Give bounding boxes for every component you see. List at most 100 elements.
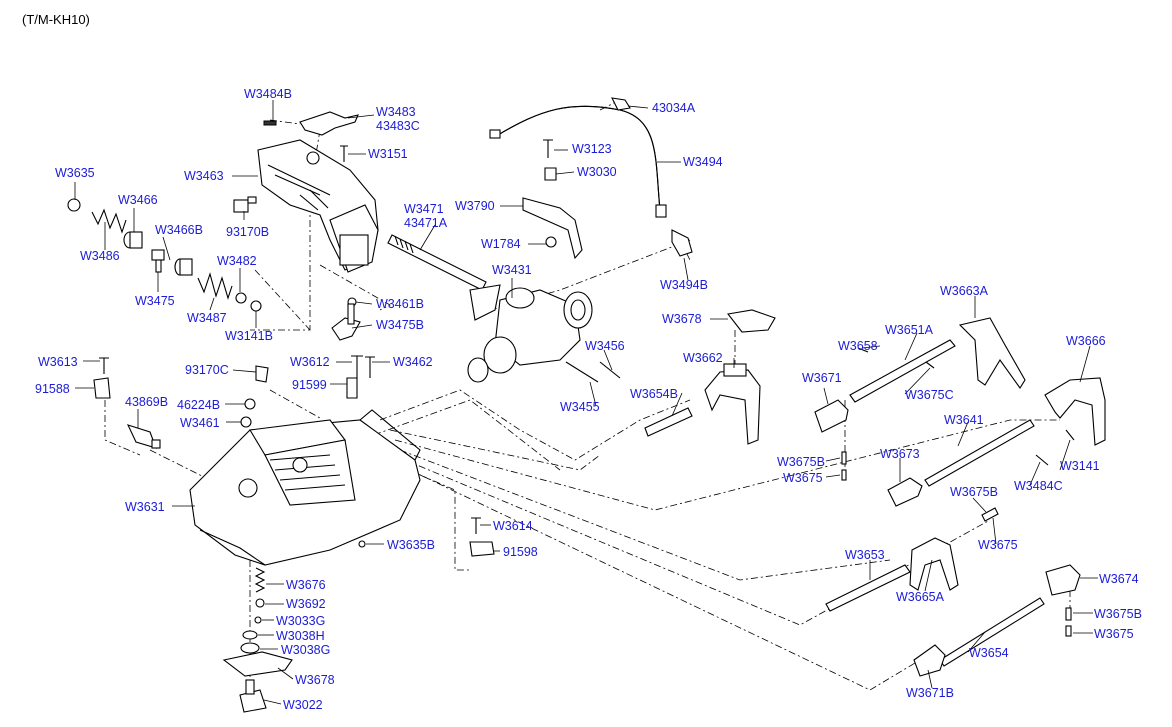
label-w3666: W3666: [1066, 334, 1106, 348]
bolt-w3462: [365, 356, 375, 378]
label-w3654: W3654: [969, 646, 1009, 660]
label-w3151: W3151: [368, 147, 408, 161]
label-w3483: W3483: [376, 105, 416, 119]
label-w3487: W3487: [187, 311, 227, 325]
label-43869b: 43869B: [125, 395, 168, 409]
bolt-w3456: [599, 361, 621, 379]
bolt-w3614: [471, 517, 481, 534]
label-w3635: W3635: [55, 166, 95, 180]
rod-w3654b: [644, 407, 693, 437]
bolt-w3613: [99, 357, 109, 374]
plunger-w3466: [123, 231, 143, 249]
label-w3466: W3466: [118, 193, 158, 207]
block-w3673: [887, 477, 923, 507]
label-w3455: W3455: [560, 400, 600, 414]
label-w3678-lower: W3678: [295, 673, 335, 687]
spring-w3486: [91, 208, 127, 234]
switch-43869b: [126, 424, 161, 449]
label-91588: 91588: [35, 382, 70, 396]
label-w3482: W3482: [217, 254, 257, 268]
label-w3692: W3692: [286, 597, 326, 611]
label-w3790: W3790: [455, 199, 495, 213]
label-46224b: 46224B: [177, 398, 220, 412]
shift-tower-housing: [189, 409, 421, 566]
label-w3030: W3030: [577, 165, 617, 179]
block-w3671: [814, 399, 849, 433]
plug-w3635: [67, 198, 81, 212]
lever-w3678-lower: [222, 651, 293, 677]
fork-w3666: [1044, 377, 1106, 446]
bracket-91599: [346, 377, 358, 399]
label-93170c: 93170C: [185, 363, 229, 377]
label-w3033g: W3033G: [276, 614, 325, 628]
label-91599: 91599: [292, 378, 327, 392]
fork-w3662: [704, 363, 761, 445]
part-labels: W3484B W3483 43483C W3151 W3463 W3635 W3…: [35, 87, 1142, 712]
label-w3484c: W3484C: [1014, 479, 1063, 493]
label-w3456: W3456: [585, 339, 625, 353]
pin-w3675-c: [1065, 625, 1072, 637]
cable-w3494: [489, 105, 667, 218]
joint-w3494b: [671, 229, 693, 257]
pin-w3675-a: [841, 469, 847, 481]
label-w3486: W3486: [80, 249, 120, 263]
label-w3671: W3671: [802, 371, 842, 385]
bolt-w3612: [351, 355, 363, 378]
label-w3614: W3614: [493, 519, 533, 533]
lever-w3475b: [331, 317, 361, 341]
bolt-w3123: [543, 139, 553, 158]
label-w3141: W3141: [1060, 459, 1100, 473]
label-43034a: 43034A: [652, 101, 696, 115]
label-w3651a: W3651A: [885, 323, 934, 337]
label-w3665a: W3665A: [896, 590, 945, 604]
label-w3675c: W3675C: [905, 388, 954, 402]
actuator-w3431: [467, 284, 593, 383]
bracket-w3483: [299, 111, 359, 136]
bracket-91598: [469, 541, 495, 557]
label-w3635b: W3635B: [387, 538, 435, 552]
label-w3673: W3673: [880, 447, 920, 461]
label-w3462: W3462: [393, 355, 433, 369]
ring-w3461: [240, 416, 252, 428]
oring-w3038h: [242, 630, 258, 640]
pin-w3675b-a: [841, 451, 847, 465]
label-w3675-b: W3675: [978, 538, 1018, 552]
label-w3675b-c: W3675B: [1094, 607, 1142, 621]
spring-w3487: [197, 272, 233, 300]
diagram-code: (T/M-KH10): [22, 12, 90, 27]
label-w1784: W1784: [481, 237, 521, 251]
pin-w3475: [151, 249, 165, 273]
label-w3612: W3612: [290, 355, 330, 369]
shift-cover-housing: [257, 139, 379, 273]
parts: [67, 97, 1106, 713]
washer-w3038g: [240, 642, 260, 654]
spring-w3676: [254, 567, 266, 593]
label-w3484b: W3484B: [244, 87, 292, 101]
label-w3631: W3631: [125, 500, 165, 514]
fork-w3665a: [909, 537, 959, 591]
block-w3671b: [913, 644, 946, 677]
label-w3431: W3431: [492, 263, 532, 277]
plunger-w3466b: [174, 258, 193, 276]
label-w3471: W3471: [404, 202, 444, 216]
fork-w3663a: [958, 317, 1026, 389]
label-w3662: W3662: [683, 351, 723, 365]
label-w3641: W3641: [944, 413, 984, 427]
switch-93170c: [255, 365, 269, 383]
pin-w3675b-c: [1065, 607, 1072, 621]
label-w3663a: W3663A: [940, 284, 989, 298]
label-w3038g: W3038G: [281, 643, 330, 657]
label-w3038h: W3038H: [276, 629, 325, 643]
label-w3654b: W3654B: [630, 387, 678, 401]
label-43471a: 43471A: [404, 216, 448, 230]
label-w3141b: W3141B: [225, 329, 273, 343]
shaft-w3471: [387, 234, 487, 291]
label-w3674: W3674: [1099, 572, 1139, 586]
pin-w3675b-b: [981, 507, 999, 522]
clip-w3030: [544, 167, 557, 181]
clamp-43034a: [611, 97, 631, 111]
label-43483c: 43483C: [376, 119, 420, 133]
ball-w3692: [255, 598, 265, 608]
label-w3658: W3658: [838, 339, 878, 353]
